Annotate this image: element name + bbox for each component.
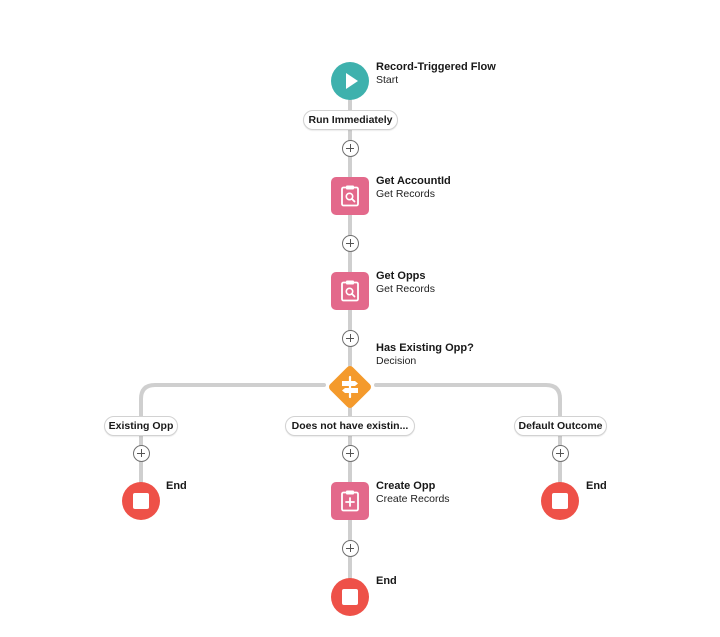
- create-opp-label: Create Opp Create Records: [376, 480, 450, 506]
- get-opps-title: Get Opps: [376, 270, 426, 282]
- decision-subtitle: Decision: [376, 355, 417, 367]
- create-opp-subtitle: Create Records: [376, 493, 450, 505]
- decision-node[interactable]: [322, 359, 378, 415]
- decision-icon: [329, 366, 371, 408]
- get-accountid-subtitle: Get Records: [376, 188, 435, 200]
- connector-branch-left: [139, 383, 326, 486]
- branch-pill-does-not-have-label: Does not have existin...: [291, 420, 409, 432]
- get-opps-subtitle: Get Records: [376, 283, 435, 295]
- branch-pill-existing-opp[interactable]: Existing Opp: [104, 416, 178, 436]
- connector-branch-right: [374, 383, 562, 486]
- end-label-existing-opp: End: [166, 480, 187, 493]
- get-accountid-node[interactable]: [331, 177, 369, 215]
- run-immediately-pill[interactable]: Run Immediately: [303, 110, 398, 130]
- end-node-existing-opp[interactable]: [122, 482, 160, 520]
- play-icon: [346, 73, 358, 89]
- branch-pill-default-outcome[interactable]: Default Outcome: [514, 416, 607, 436]
- clipboard-search-icon: [341, 280, 359, 302]
- end-title: End: [166, 480, 187, 492]
- start-label: Record-Triggered Flow Start: [376, 61, 496, 87]
- get-opps-node[interactable]: [331, 272, 369, 310]
- add-element-button[interactable]: [342, 235, 359, 252]
- add-element-button[interactable]: [342, 330, 359, 347]
- stop-icon: [552, 493, 568, 509]
- get-accountid-label: Get AccountId Get Records: [376, 175, 451, 201]
- end-label-create-opp: End: [376, 575, 397, 588]
- start-subtitle: Start: [376, 74, 399, 86]
- branch-pill-existing-opp-label: Existing Opp: [108, 420, 174, 432]
- start-node[interactable]: [331, 62, 369, 100]
- add-element-button[interactable]: [342, 540, 359, 557]
- run-immediately-label: Run Immediately: [308, 114, 393, 126]
- add-element-button[interactable]: [552, 445, 569, 462]
- create-opp-node[interactable]: [331, 482, 369, 520]
- end-node-create-opp[interactable]: [331, 578, 369, 616]
- branch-pill-default-outcome-label: Default Outcome: [518, 420, 603, 432]
- get-opps-label: Get Opps Get Records: [376, 270, 435, 296]
- decision-title: Has Existing Opp?: [376, 342, 474, 354]
- start-title: Record-Triggered Flow: [376, 61, 496, 73]
- clipboard-plus-icon: [341, 490, 359, 512]
- decision-label: Has Existing Opp? Decision: [376, 342, 474, 368]
- stop-icon: [133, 493, 149, 509]
- add-element-button[interactable]: [342, 140, 359, 157]
- stop-icon: [342, 589, 358, 605]
- branch-pill-does-not-have[interactable]: Does not have existin...: [285, 416, 415, 436]
- create-opp-title: Create Opp: [376, 480, 436, 492]
- end-node-default-outcome[interactable]: [541, 482, 579, 520]
- end-title: End: [586, 480, 607, 492]
- add-element-button[interactable]: [133, 445, 150, 462]
- add-element-button[interactable]: [342, 445, 359, 462]
- end-label-default-outcome: End: [586, 480, 607, 493]
- clipboard-search-icon: [341, 185, 359, 207]
- get-accountid-title: Get AccountId: [376, 175, 451, 187]
- end-title: End: [376, 575, 397, 587]
